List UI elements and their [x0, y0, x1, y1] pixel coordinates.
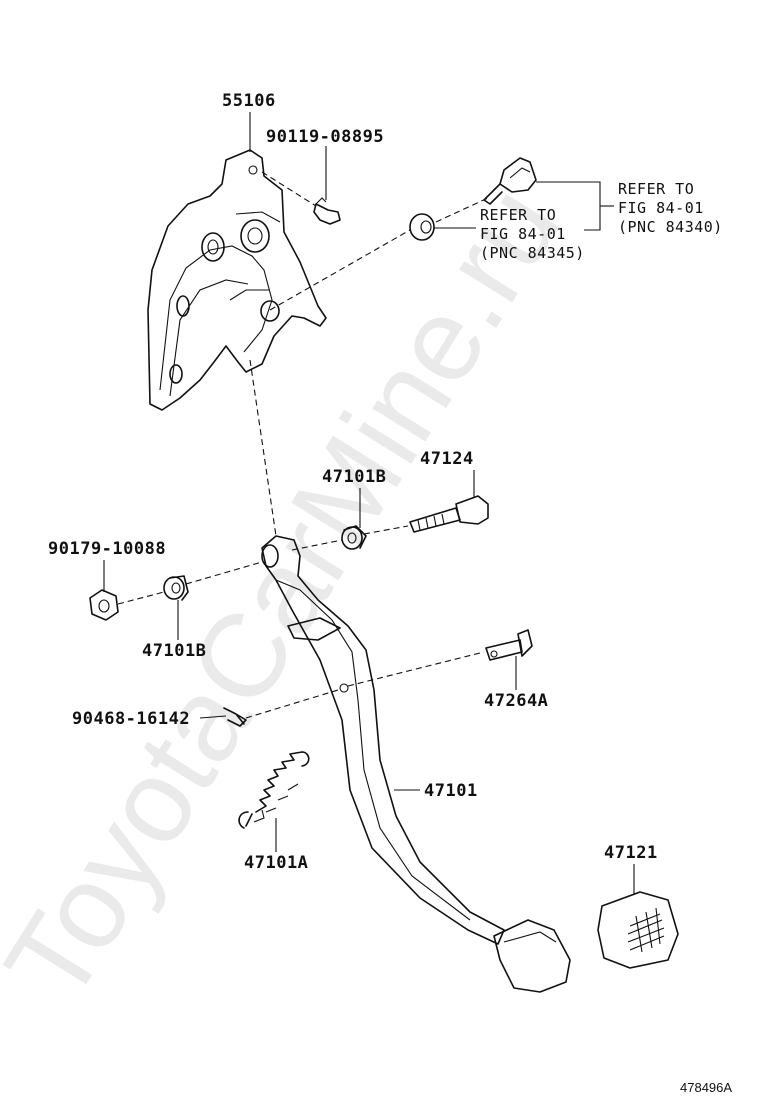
brake-pedal-arm[interactable] — [261, 535, 505, 945]
watermark: ToyotaCarMine.ru — [0, 164, 586, 1024]
assembly-dashed-lines — [117, 171, 489, 719]
label-90119-08895: 90119-08895 — [266, 127, 384, 147]
nut-90179-10088[interactable] — [89, 589, 119, 621]
leader-lines — [103, 112, 635, 894]
label-55106: 55106 — [222, 91, 276, 111]
label-47101B-upper: 47101B — [322, 467, 386, 487]
bolt-90119-08895[interactable] — [313, 197, 341, 225]
label-90179-10088: 90179-10088 — [48, 539, 166, 559]
ref-cushion-line2: FIG 84-01 — [480, 225, 566, 243]
ref-switch-line1: REFER TO — [618, 180, 694, 198]
figure-id: 478496A — [680, 1080, 732, 1095]
ref-cushion-line3: (PNC 84345) — [480, 244, 585, 262]
label-47101A: 47101A — [244, 853, 308, 873]
ref-switch-line2: FIG 84-01 — [618, 199, 704, 217]
label-47264A: 47264A — [484, 691, 548, 711]
label-47101: 47101 — [424, 781, 478, 801]
bushing-upper-47101B[interactable] — [341, 525, 367, 550]
label-47121: 47121 — [604, 843, 658, 863]
bolt-47124[interactable] — [409, 495, 489, 533]
label-47124: 47124 — [420, 449, 474, 469]
pedal-cushion[interactable] — [409, 213, 435, 241]
ref-cushion-line1: REFER TO — [480, 206, 556, 224]
clip-90468-16142[interactable] — [223, 707, 247, 727]
return-spring-47101A[interactable] — [238, 751, 310, 829]
ref-switch-line3: (PNC 84340) — [618, 218, 723, 236]
bushing-lower-47101B[interactable] — [163, 575, 189, 601]
clevis-pin-47264A[interactable] — [485, 629, 533, 661]
pedal-bracket[interactable] — [147, 149, 327, 411]
pedal-pad-mounted — [493, 919, 571, 993]
label-90468-16142: 90468-16142 — [72, 709, 190, 729]
pedal-pad-47121[interactable] — [597, 891, 679, 969]
label-47101B-lower: 47101B — [142, 641, 206, 661]
